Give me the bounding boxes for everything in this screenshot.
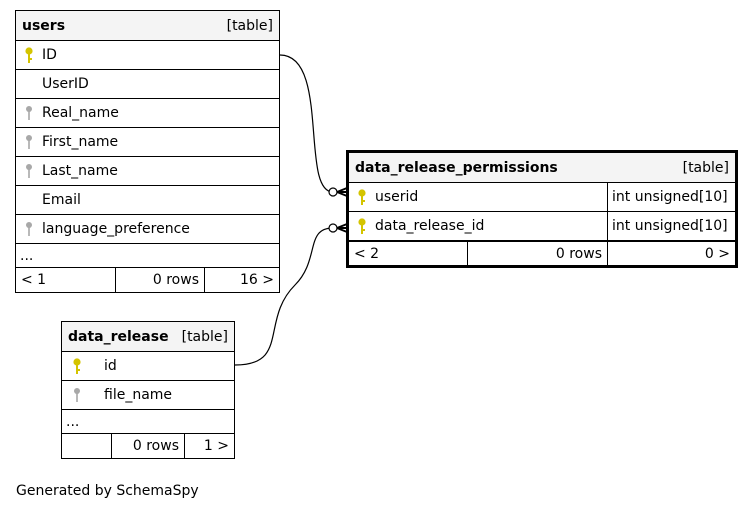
more-columns-ellipsis: ...	[16, 244, 279, 268]
table-kind: [table]	[181, 328, 228, 345]
column-name: ID	[42, 47, 57, 63]
primary-key-icon	[349, 217, 375, 235]
relation-optional-marker	[328, 223, 338, 233]
row-count: 0 rows	[111, 434, 184, 458]
relation-many-crowfoot	[336, 187, 348, 197]
generated-by-label: Generated by SchemaSpy	[16, 483, 199, 499]
column-row[interactable]: UserID	[16, 70, 279, 99]
primary-key-icon	[62, 357, 92, 375]
column-row[interactable]: Real_name	[16, 99, 279, 128]
primary-key-icon	[16, 46, 42, 64]
index-key-icon	[16, 104, 42, 122]
table-kind: [table]	[682, 159, 729, 176]
index-key-icon	[16, 162, 42, 180]
table-footer: 0 rows 1 >	[62, 434, 234, 458]
table-header[interactable]: users [table]	[16, 11, 279, 41]
children-count[interactable]: 1 >	[184, 434, 234, 458]
table-kind: [table]	[226, 17, 273, 34]
column-name: language_preference	[42, 221, 190, 237]
column-name: id	[104, 358, 117, 374]
parents-count[interactable]	[62, 434, 111, 458]
index-key-icon	[16, 220, 42, 238]
table-name: data_release	[68, 328, 169, 345]
column-name: UserID	[42, 76, 89, 92]
column-row[interactable]: language_preference	[16, 215, 279, 244]
more-columns-ellipsis: ...	[62, 410, 234, 434]
index-key-icon	[16, 133, 42, 151]
table-name: users	[22, 17, 66, 34]
column-name: Last_name	[42, 163, 118, 179]
table-data-release-permissions[interactable]: data_release_permissions [table] userid …	[346, 150, 738, 268]
column-row[interactable]: Last_name	[16, 157, 279, 186]
table-footer: < 1 0 rows 16 >	[16, 268, 279, 292]
row-count: 0 rows	[467, 242, 607, 265]
column-name: Real_name	[42, 105, 119, 121]
column-row[interactable]: First_name	[16, 128, 279, 157]
primary-key-icon	[349, 188, 375, 206]
table-header[interactable]: data_release_permissions [table]	[349, 153, 735, 183]
index-key-icon	[62, 386, 92, 404]
column-name: Email	[42, 192, 81, 208]
table-footer: < 2 0 rows 0 >	[349, 241, 735, 265]
column-name: data_release_id	[375, 218, 485, 234]
relation-users-to-permissions	[279, 54, 334, 193]
column-name: file_name	[104, 387, 173, 403]
column-row[interactable]: ID	[16, 41, 279, 70]
column-name: First_name	[42, 134, 119, 150]
column-type: int unsigned[10]	[607, 212, 735, 240]
column-row[interactable]: id	[62, 352, 234, 381]
column-name: userid	[375, 189, 419, 205]
parents-count[interactable]: < 1	[21, 272, 47, 288]
children-count[interactable]: 16 >	[204, 268, 279, 292]
column-row[interactable]: Email	[16, 186, 279, 215]
row-count: 0 rows	[115, 268, 204, 292]
relation-data-release-to-permissions	[234, 227, 334, 366]
parents-count[interactable]: < 2	[354, 245, 380, 262]
column-row[interactable]: file_name	[62, 381, 234, 410]
relation-many-crowfoot	[336, 223, 348, 233]
children-count[interactable]: 0 >	[607, 242, 735, 265]
relation-optional-marker	[328, 187, 338, 197]
table-header[interactable]: data_release [table]	[62, 322, 234, 352]
table-name: data_release_permissions	[355, 159, 558, 176]
table-data-release[interactable]: data_release [table] id file_name ... 0 …	[61, 321, 235, 459]
column-row[interactable]: userid int unsigned[10]	[349, 183, 735, 212]
table-users[interactable]: users [table] ID UserID Real_name First_…	[15, 10, 280, 293]
column-row[interactable]: data_release_id int unsigned[10]	[349, 212, 735, 241]
column-type: int unsigned[10]	[607, 183, 735, 211]
